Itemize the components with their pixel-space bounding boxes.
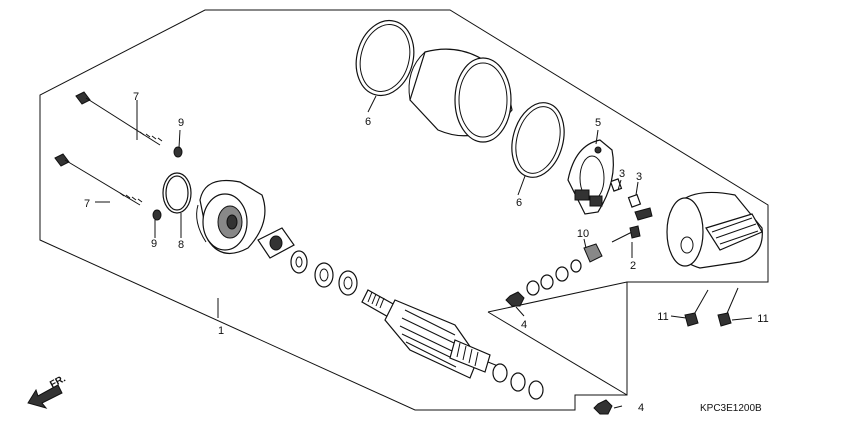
nut-lower bbox=[593, 399, 613, 415]
callout-9-upper: 9 bbox=[178, 117, 184, 129]
rear-bolt-right bbox=[717, 287, 739, 327]
terminal-bolt bbox=[611, 225, 641, 243]
washer-stack-2 bbox=[314, 262, 334, 288]
rear-bolt-left bbox=[684, 289, 709, 327]
callout-4-upper: 7 bbox=[133, 91, 139, 103]
callout-2: 2 bbox=[630, 260, 636, 272]
callout-1: 1 bbox=[218, 325, 224, 337]
callout-7-lower: 4 bbox=[638, 402, 644, 414]
washer-stack-3 bbox=[338, 270, 358, 296]
callout-3-left: 3 bbox=[619, 168, 625, 180]
washer-upper bbox=[173, 146, 183, 158]
brush-2 bbox=[627, 193, 642, 208]
o-ring-yoke-front bbox=[355, 19, 415, 97]
front-direction-arrow: FR. bbox=[27, 373, 68, 409]
small-washer-4 bbox=[570, 259, 582, 273]
motor-yoke bbox=[408, 48, 513, 143]
callout-7-upper: 4 bbox=[521, 319, 527, 331]
rear-washer-1 bbox=[492, 363, 508, 383]
rear-washer-3 bbox=[528, 380, 544, 400]
through-bolt-upper bbox=[75, 91, 163, 146]
insulator bbox=[583, 243, 603, 263]
front-cover bbox=[196, 179, 266, 255]
armature bbox=[361, 289, 499, 379]
assembly-outline bbox=[39, 9, 769, 411]
brush-holder-spring bbox=[634, 207, 653, 221]
callout-10: 10 bbox=[577, 228, 589, 240]
washer-lower bbox=[152, 209, 162, 221]
front-direction-label: FR. bbox=[48, 373, 68, 390]
nut-upper bbox=[505, 291, 525, 307]
brush-holder bbox=[567, 139, 614, 215]
lock-plate bbox=[257, 227, 295, 259]
diagram-code: KPC3E1200B bbox=[700, 403, 762, 414]
small-washer-1 bbox=[526, 280, 540, 296]
callout-3-right: 3 bbox=[636, 171, 642, 183]
callout-9-lower: 9 bbox=[151, 238, 157, 250]
callout-6-rear: 6 bbox=[516, 197, 522, 209]
through-bolt-lower bbox=[54, 153, 143, 206]
small-washer-3 bbox=[555, 266, 569, 282]
callout-6-front: 6 bbox=[365, 116, 371, 128]
assembly-outline-inner-2 bbox=[487, 281, 628, 313]
rear-cover bbox=[666, 191, 763, 269]
callout-5: 5 bbox=[595, 117, 601, 129]
callout-11-left: 11 bbox=[657, 311, 668, 323]
washer-stack-1 bbox=[290, 250, 308, 274]
o-ring-yoke-rear bbox=[511, 102, 565, 178]
callout-4-lower: 7 bbox=[84, 198, 90, 210]
small-washer-2 bbox=[540, 274, 554, 290]
rear-washer-2 bbox=[510, 372, 526, 392]
callout-11-right: 11 bbox=[757, 313, 768, 325]
assembly-outline-inner bbox=[487, 311, 628, 396]
callout-8: 8 bbox=[178, 239, 184, 251]
